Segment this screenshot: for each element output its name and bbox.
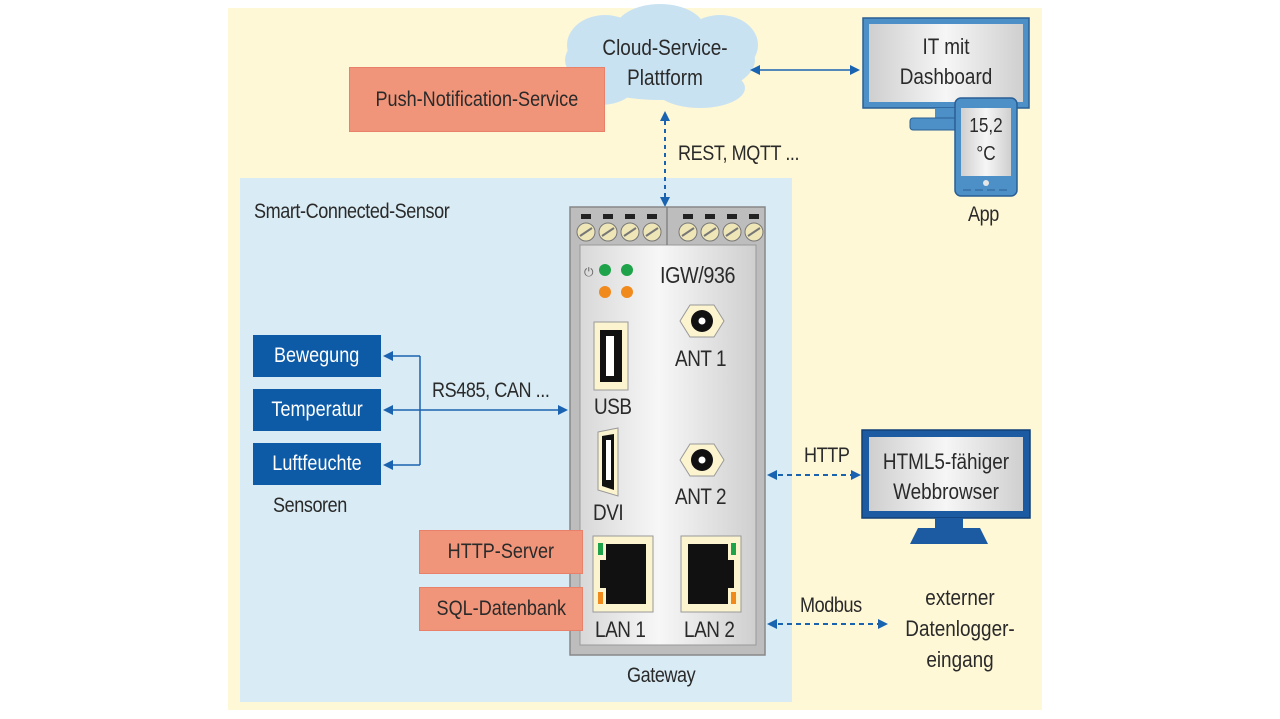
cloud-label: Cloud-Service- Plattform [602, 35, 728, 90]
lan-2-port-icon [680, 535, 742, 613]
port-label-dvi: DVI [593, 500, 624, 525]
status-led-green-2 [621, 264, 633, 276]
lan-1-port-icon [592, 535, 654, 613]
port-label-ant1: ANT 1 [675, 346, 727, 371]
smart-connected-sensor-title: Smart-Connected-Sensor [254, 200, 450, 223]
usb-port-icon [593, 321, 629, 391]
sensor-bus-arrows [383, 351, 568, 470]
webbrowser-label: HTML5-fähiger Webbrowser [882, 449, 1010, 504]
dashboard-monitor-icon [862, 17, 1030, 131]
terminal-block [576, 214, 764, 242]
port-label-lan2: LAN 2 [684, 617, 735, 642]
terminal-slot [727, 214, 737, 219]
modbus-link-label: Modbus [800, 594, 862, 617]
status-led-orange-1 [599, 286, 611, 298]
cloud-link-protocol-label: REST, MQTT ... [678, 142, 800, 165]
screw-slot [747, 227, 761, 237]
port-label-usb: USB [594, 394, 632, 419]
sensor-bus-label: RS485, CAN ... [432, 379, 550, 402]
http-link-label: HTTP [804, 444, 850, 467]
screw-slot [725, 227, 739, 237]
terminal-slot [581, 214, 591, 219]
terminal-slot [647, 214, 657, 219]
sensor-temperatur: Temperatur [253, 389, 381, 431]
status-led-orange-2 [621, 286, 633, 298]
screw-slot [645, 227, 659, 237]
antenna-1-connector-icon [679, 304, 725, 338]
datalogger-label: externer Datenlogger- eingang [905, 585, 1015, 672]
screw-slot [579, 227, 593, 237]
terminal-slot [603, 214, 613, 219]
dvi-port-icon [597, 427, 619, 497]
terminal-slot [705, 214, 715, 219]
http-server-box: HTTP-Server [419, 530, 583, 574]
gateway-label: Gateway [627, 664, 696, 687]
push-notification-service-box: Push-Notification-Service [349, 67, 605, 132]
sensor-bewegung: Bewegung [253, 335, 381, 377]
screw-slot [681, 227, 695, 237]
terminal-slot [683, 214, 693, 219]
sensor-luftfeuchte: Luftfeuchte [253, 443, 381, 485]
status-led-green-1 [599, 264, 611, 276]
app-temperature-reading: 15,2 °C [969, 115, 1003, 165]
port-label-lan1: LAN 1 [595, 617, 646, 642]
smartphone-icon [954, 97, 1018, 197]
power-icon: ⏻ [584, 265, 594, 279]
screw-slot [601, 227, 615, 237]
app-label: App [968, 203, 999, 226]
screw-slot [703, 227, 717, 237]
webbrowser-monitor-icon [861, 429, 1031, 544]
antenna-2-connector-icon [679, 443, 725, 477]
sql-database-box: SQL-Datenbank [419, 587, 583, 631]
sensors-caption: Sensoren [273, 494, 347, 517]
terminal-slot [625, 214, 635, 219]
gateway-model-label: IGW/936 [660, 262, 736, 288]
screw-slot [623, 227, 637, 237]
terminal-slot [749, 214, 759, 219]
port-label-ant2: ANT 2 [675, 484, 727, 509]
it-dashboard-label: IT mit Dashboard [899, 34, 993, 89]
